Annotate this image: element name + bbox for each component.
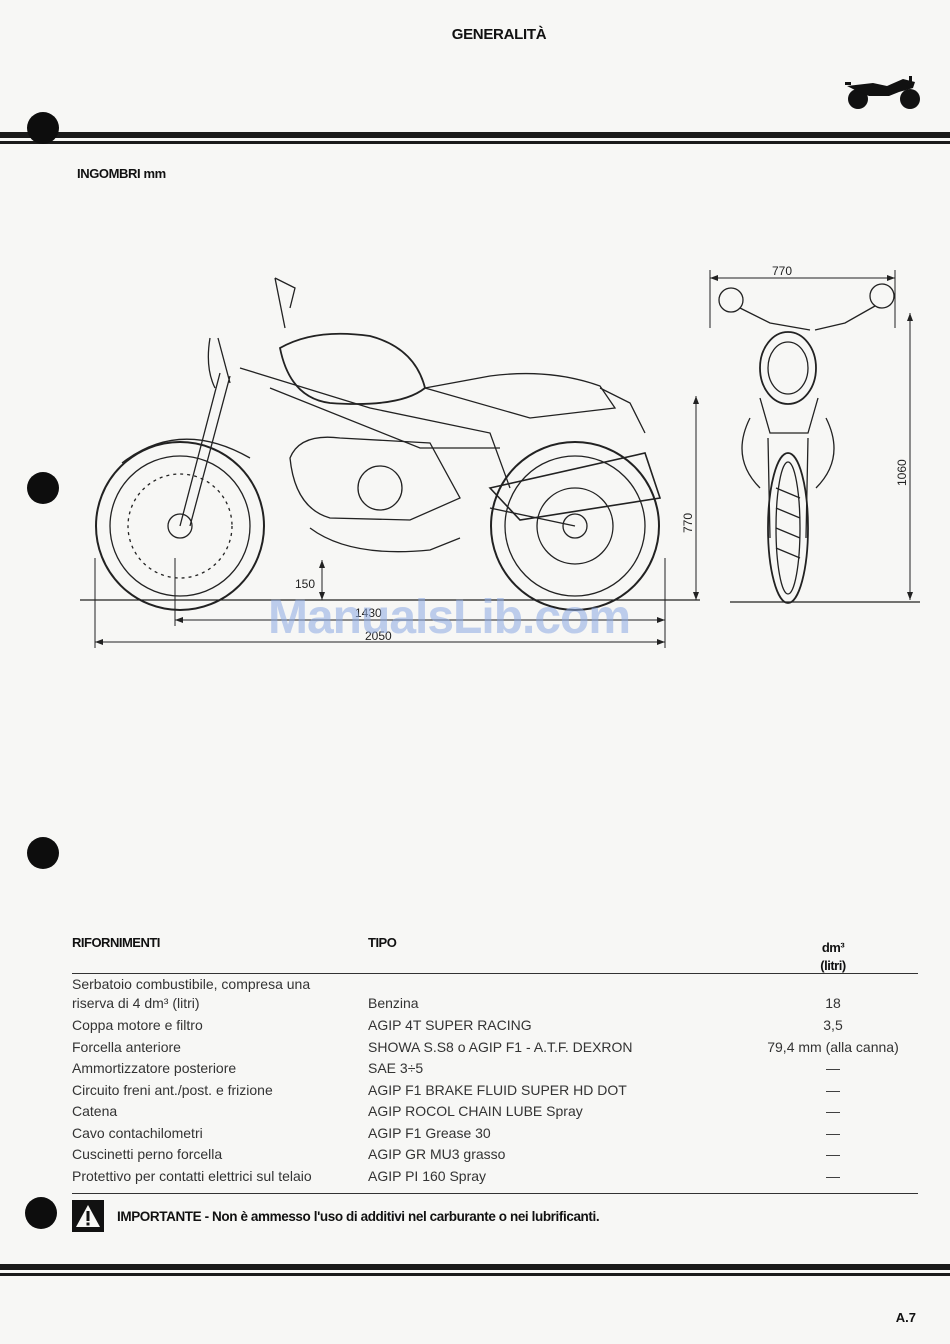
row-item: Cavo contachilometri (72, 1125, 203, 1141)
dimension-length: 2050 (365, 629, 392, 643)
row-qty: 79,4 mm (alla canna) (767, 1039, 899, 1055)
table-header-refills: RIFORNIMENTI (72, 935, 160, 950)
section-title: INGOMBRI mm (77, 166, 166, 181)
row-type: AGIP GR MU3 grasso (368, 1146, 506, 1162)
motorcycle-front-view (718, 283, 895, 604)
dimension-seat-height: 770 (681, 513, 695, 533)
binder-hole (27, 837, 59, 869)
table-header-type: TIPO (368, 935, 397, 950)
row-type: SAE 3÷5 (368, 1060, 424, 1076)
row-item: Cuscinetti perno forcella (72, 1146, 223, 1162)
row-item: riserva di 4 dm³ (litri) (72, 995, 200, 1011)
row-type: AGIP 4T SUPER RACING (368, 1017, 532, 1033)
table-row: Protettivo per contatti elettrici sul te… (72, 1168, 918, 1190)
table-header-qty: dm³ (821, 940, 845, 955)
table-row: Ammortizzatore posteriore SAE 3÷5 — (72, 1060, 918, 1082)
row-qty: — (826, 1082, 840, 1098)
dimension-wheelbase: 1430 (355, 606, 382, 620)
row-type: AGIP F1 BRAKE FLUID SUPER HD DOT (368, 1082, 627, 1098)
dimension-height: 1060 (895, 459, 909, 486)
row-item: Catena (72, 1103, 118, 1119)
dimension-width: 770 (772, 264, 792, 278)
row-qty: 3,5 (823, 1017, 843, 1033)
page-number: A.7 (895, 1310, 916, 1325)
row-type: AGIP F1 Grease 30 (368, 1125, 491, 1141)
row-item: Ammortizzatore posteriore (72, 1060, 237, 1076)
dimension-lines (94, 270, 911, 648)
table-header-rule (72, 973, 918, 974)
binder-hole (25, 1197, 57, 1229)
row-item: Serbatoio combustibile, compresa una (72, 976, 311, 992)
row-qty: — (826, 1146, 840, 1162)
row-type: AGIP ROCOL CHAIN LUBE Spray (368, 1103, 583, 1119)
row-qty: — (826, 1103, 840, 1119)
table-row: Serbatoio combustibile, compresa una (72, 976, 918, 998)
watermark: ManualsLib.com (268, 591, 631, 644)
row-qty: — (826, 1125, 840, 1141)
warning-triangle-icon (72, 1200, 104, 1232)
row-item: Coppa motore e filtro (72, 1017, 203, 1033)
table-footer-rule (72, 1193, 918, 1194)
warning-message: - Non è ammesso l'uso di additivi nel ca… (201, 1209, 600, 1224)
dimensions-drawing: 770 1060 770 150 1430 2050 (80, 264, 920, 648)
row-type: SHOWA S.S8 o AGIP F1 - A.T.F. DEXRON (368, 1039, 633, 1055)
row-item: Circuito freni ant./post. e frizione (72, 1082, 273, 1098)
table-row: Circuito freni ant./post. e frizione AGI… (72, 1082, 918, 1104)
motorcycle-side-view (95, 277, 662, 611)
binder-hole (27, 472, 59, 504)
table-row: Catena AGIP ROCOL CHAIN LUBE Spray — (72, 1103, 918, 1125)
row-type: Benzina (368, 995, 419, 1011)
row-qty: — (826, 1060, 840, 1076)
table-row: riserva di 4 dm³ (litri) Benzina 18 (72, 995, 918, 1017)
page-title: GENERALITÀ (451, 26, 547, 43)
footer-rule (0, 1264, 950, 1278)
warning-note: IMPORTANTE - Non è ammesso l'uso di addi… (72, 1200, 918, 1232)
dimension-ground-clearance: 150 (295, 577, 315, 591)
table-row: Cuscinetti perno forcella AGIP GR MU3 gr… (72, 1146, 918, 1168)
table-row: Cavo contachilometri AGIP F1 Grease 30 — (72, 1125, 918, 1147)
motorcycle-icon (845, 76, 920, 109)
row-item: Protettivo per contatti elettrici sul te… (72, 1168, 312, 1184)
warning-text: IMPORTANTE - Non è ammesso l'uso di addi… (117, 1209, 600, 1224)
row-type: AGIP PI 160 Spray (368, 1168, 487, 1184)
table-row: Coppa motore e filtro AGIP 4T SUPER RACI… (72, 1017, 918, 1039)
row-qty: — (826, 1168, 840, 1184)
warning-label: IMPORTANTE (117, 1209, 202, 1224)
header-rule (0, 132, 950, 146)
binder-hole (27, 112, 59, 144)
dimension-arrows (95, 275, 913, 645)
table-row: Forcella anteriore SHOWA S.S8 o AGIP F1 … (72, 1039, 918, 1061)
table-header-qty-unit: (litri) (820, 958, 846, 973)
row-qty: 18 (825, 995, 841, 1011)
row-item: Forcella anteriore (72, 1039, 181, 1055)
